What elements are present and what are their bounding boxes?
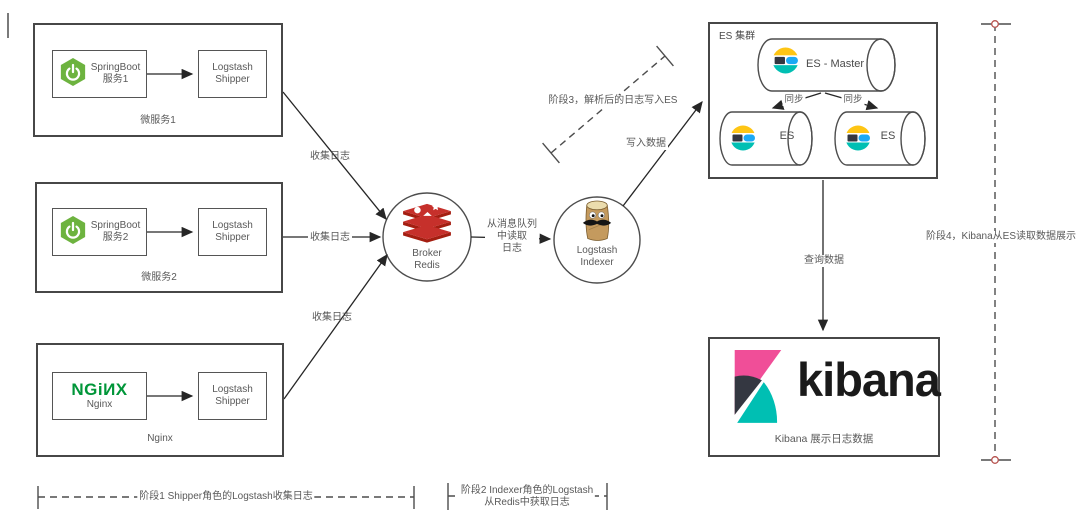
collect-logs-label-1: 收集日志 (310, 151, 350, 162)
service-group-2-box (35, 182, 283, 293)
stage2-line2: 从Redis中获取日志 (484, 497, 570, 508)
collect-logs-label-3: 收集日志 (312, 312, 352, 323)
read-from-queue-label: 从消息队列 中读取 日志 (485, 219, 539, 255)
sync-label-right: 同步 (841, 94, 865, 106)
service-group-2-caption: 微服务2 (141, 272, 177, 283)
service-group-1-box (33, 23, 283, 137)
app1-detail: 服务1 (102, 74, 129, 85)
es-cylinders (719, 38, 926, 166)
shipper1-line1: Logstash (212, 62, 253, 73)
nginx-detail: Nginx (86, 399, 113, 410)
endpoint-circle-icon (991, 456, 999, 464)
indexer-line2: Indexer (580, 257, 614, 268)
logstash-shipper1-node: Logstash Shipper (198, 50, 267, 98)
indexer-line1: Logstash (576, 245, 618, 256)
service-group-1-caption: 微服务1 (140, 115, 176, 126)
stage4-label: 阶段4，Kibana从ES读取数据展示 (923, 231, 1079, 243)
elasticsearch-icon (844, 124, 872, 157)
elasticsearch-icon (771, 46, 800, 80)
write-data-label: 写入数据 (624, 138, 668, 150)
app2-detail: 服务2 (102, 232, 129, 243)
kibana-icon (729, 350, 786, 429)
redis-discs (403, 203, 451, 240)
kibana-wordmark: kibana (797, 353, 941, 406)
collect-logs-label-2: 收集日志 (308, 232, 352, 244)
logstash-indexer-label: Logstash Indexer (577, 245, 618, 269)
kibana-caption: Kibana 展示日志数据 (774, 433, 874, 445)
shipper3-line1: Logstash (212, 384, 253, 395)
redis-icon (400, 202, 454, 251)
es-node-right-label: ES (880, 130, 896, 142)
stage2-label: 阶段2 Indexer角色的Logstash 从Redis中获取日志 (458, 485, 596, 509)
broker-line2: Redis (414, 260, 440, 271)
query-data-label: 查询数据 (802, 255, 846, 267)
arrow-service1-to-redis (282, 91, 387, 221)
shipper2-line2: Shipper (215, 232, 250, 243)
redis-broker-label: Broker Redis (412, 248, 441, 272)
logstash-shipper2-node: Logstash Shipper (198, 208, 267, 256)
redis-disc-marks (414, 202, 440, 216)
endpoint-circle-icon (991, 20, 999, 28)
app2-name: SpringBoot (90, 220, 141, 231)
nginx-group-caption: Nginx (147, 433, 173, 444)
stage3-label: 阶段3，解析后的日志写入ES (546, 95, 680, 107)
read-line1: 从消息队列 (487, 219, 537, 230)
spring-boot-icon (59, 57, 87, 92)
spring-boot-icon (59, 215, 87, 250)
springboot-service1-node: SpringBoot 服务1 (52, 50, 147, 98)
nginx-node: NGiИX Nginx (52, 372, 147, 420)
shipper1-line2: Shipper (215, 74, 250, 85)
broker-line1: Broker (412, 248, 442, 259)
read-line2: 中读取 (497, 231, 527, 242)
shipper2-line1: Logstash (212, 220, 253, 231)
sync-label-left: 同步 (782, 94, 806, 106)
elasticsearch-icon (729, 124, 757, 157)
es-master-label: ES - Master (806, 58, 865, 70)
nginx-logo: NGiИX (71, 380, 128, 399)
arrow-nginx-to-redis (283, 253, 388, 400)
es-cluster-box (708, 22, 938, 179)
kibana-box (708, 337, 940, 457)
arrow-indexer-to-es (622, 100, 703, 207)
stage2-line1: 阶段2 Indexer角色的Logstash (460, 485, 594, 496)
nginx-group-box (36, 343, 284, 457)
shipper3-line2: Shipper (215, 396, 250, 407)
es-node-left-label: ES (779, 130, 795, 142)
es-cluster-title: ES 集群 (719, 31, 756, 42)
logstash-icon (577, 197, 618, 248)
stage1-label: 阶段1 Shipper角色的Logstash收集日志 (137, 491, 315, 503)
springboot-service2-node: SpringBoot 服务2 (52, 208, 147, 256)
app1-name: SpringBoot (90, 62, 141, 73)
logstash-shipper3-node: Logstash Shipper (198, 372, 267, 420)
arrows (147, 68, 879, 402)
read-line3: 日志 (502, 243, 522, 254)
